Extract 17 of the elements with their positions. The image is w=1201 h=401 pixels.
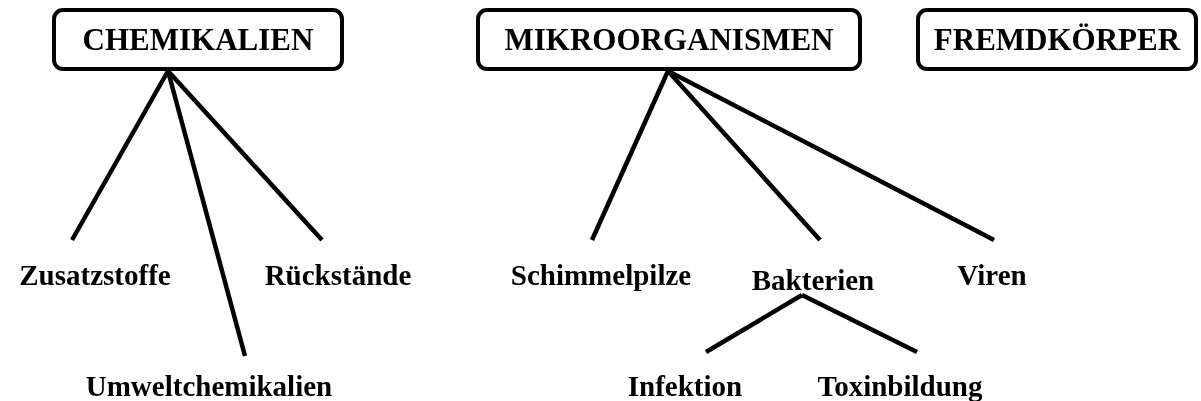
connector-line: [704, 293, 804, 354]
category-title: CHEMIKALIEN: [82, 24, 314, 55]
subcategory-label: Infektion: [627, 372, 743, 401]
category-box: [476, 8, 862, 71]
category-title: FREMDKÖRPER: [933, 24, 1181, 55]
connector-line: [70, 69, 170, 242]
connector-line: [589, 70, 671, 241]
subcategory-label: Rückstände: [264, 261, 412, 290]
category-box: [916, 8, 1198, 71]
category-title: MIKROORGANISMEN: [504, 24, 834, 55]
connector-line: [801, 293, 918, 354]
subcategory-label: Schimmelpilze: [510, 261, 692, 290]
subcategory-label: Umweltchemikalien: [85, 372, 333, 401]
subcategory-label: Bakterien: [751, 266, 875, 295]
category-box: [52, 8, 344, 71]
subcategory-label: Viren: [957, 261, 1027, 290]
subcategory-label: Zusatzstoffe: [19, 261, 171, 290]
